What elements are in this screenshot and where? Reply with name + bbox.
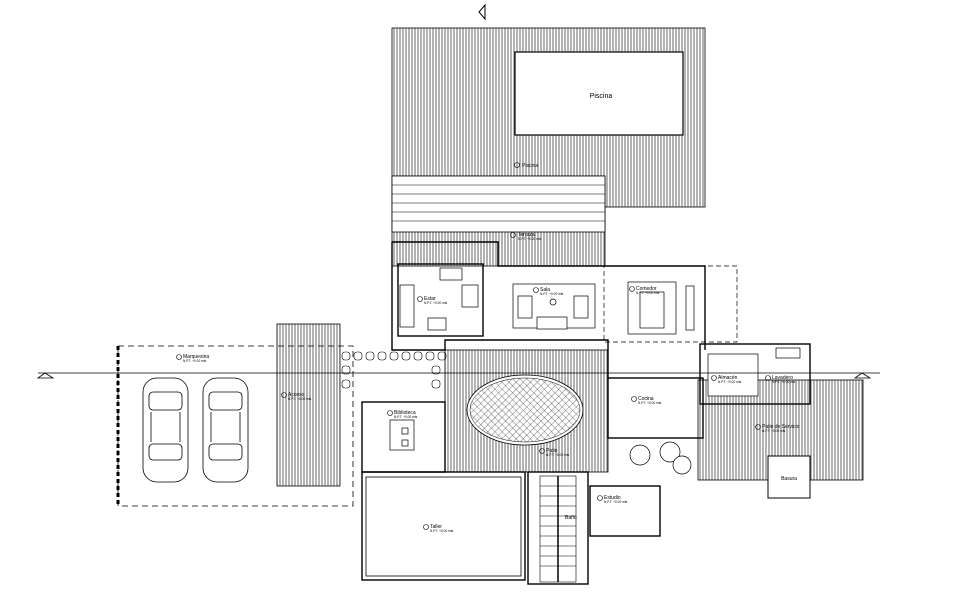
bath-label: Baño — [565, 515, 577, 521]
car-icon — [142, 377, 189, 483]
room-label: Marquesina — [183, 354, 209, 360]
planters — [629, 441, 692, 475]
carport — [116, 345, 354, 507]
room-level: N.P.T. +0.00 mts — [546, 453, 570, 457]
room-label: Estudio — [604, 495, 621, 501]
room-level: N.P.T. +0.00 mts — [183, 359, 207, 363]
staircase — [539, 475, 577, 583]
room-level: N.P.T. +0.00 mts — [540, 292, 564, 296]
terrace-steps — [391, 175, 606, 233]
room-label: Estar — [424, 296, 436, 302]
room-labels: Piscina Terraza N.P.T. +0.00 mts Estar N… — [183, 163, 800, 533]
pool-label: Piscina — [590, 93, 613, 100]
room-label: Piscina — [522, 163, 538, 169]
room-label: Comedor — [636, 286, 657, 292]
room-level: N.P.T. +0.00 mts — [638, 401, 662, 405]
room-label: Patio — [546, 448, 558, 454]
room-label: Acceso — [288, 392, 305, 398]
room-level: N.P.T. +0.00 mts — [636, 291, 660, 295]
north-arrow-icon — [478, 3, 486, 21]
estar-furniture — [399, 267, 479, 331]
room-level: N.P.T. +0.00 mts — [718, 380, 742, 384]
room-level: N.P.T. +0.00 mts — [394, 415, 418, 419]
room-label: Lavadero — [772, 375, 793, 381]
utility-fixtures — [707, 347, 801, 397]
access-walkway — [276, 323, 341, 487]
dining-table — [627, 281, 695, 335]
room-level: N.P.T. +0.00 mts — [762, 429, 786, 433]
room-level: N.P.T. +0.00 mts — [430, 529, 454, 533]
comedor-dashed-outline — [603, 265, 738, 343]
level-markers — [176, 162, 771, 530]
room-level: N.P.T. +0.00 mts — [772, 380, 796, 384]
storage-label: Basura — [781, 476, 797, 482]
room-label: Sala — [540, 287, 550, 293]
stepping-stones — [341, 351, 447, 389]
room-label: Taller — [430, 524, 442, 530]
room-label: Almacén — [718, 375, 738, 381]
room-label: Biblioteca — [394, 410, 416, 416]
room-level: N.P.T. +0.00 mts — [288, 397, 312, 401]
courtyard — [444, 349, 609, 473]
section-cut-line — [36, 372, 880, 379]
room-level: N.P.T. +0.00 mts — [518, 237, 542, 241]
room-level: N.P.T. +0.00 mts — [604, 500, 628, 504]
car-icon — [202, 377, 249, 483]
room-level: N.P.T. +0.00 mts — [424, 301, 448, 305]
taller-room — [365, 476, 522, 577]
room-label: Cocina — [638, 396, 654, 402]
library-desk — [389, 419, 415, 451]
room-label: Patio de Servicio — [762, 424, 800, 430]
basura-box — [767, 455, 811, 499]
pool: Piscina — [514, 51, 684, 136]
room-label: Terraza — [518, 232, 535, 238]
sala-furniture — [512, 283, 596, 330]
